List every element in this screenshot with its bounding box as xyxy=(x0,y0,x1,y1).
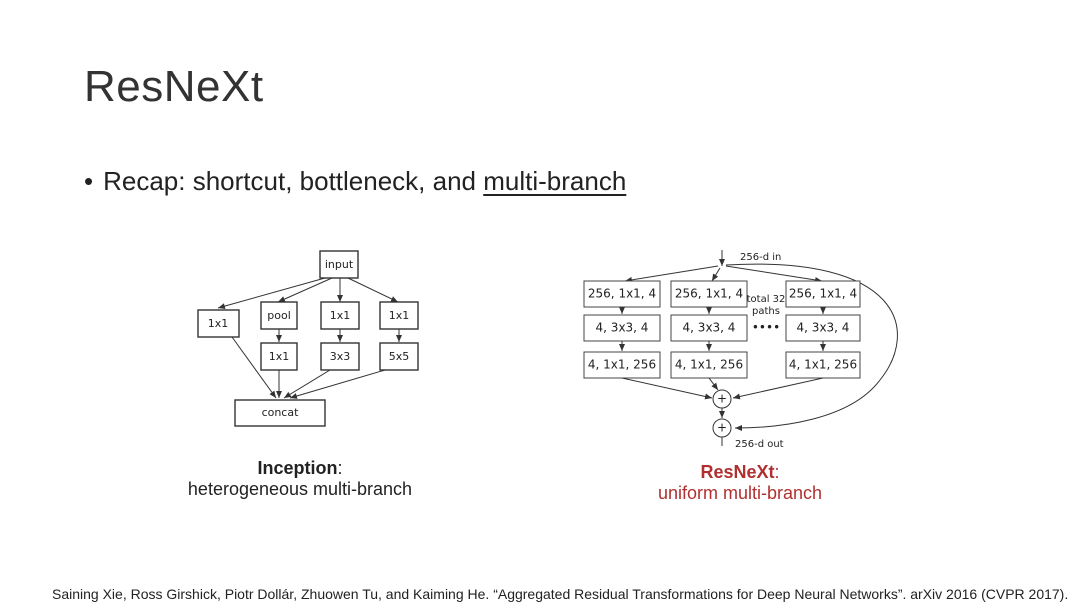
inception-caption: Inception: heterogeneous multi-branch xyxy=(150,458,450,500)
resnext-col3-row3: 4, 1x1, 256 xyxy=(789,358,857,372)
inception-pool-label: pool xyxy=(267,309,291,322)
resnext-col1-row2: 4, 3x3, 4 xyxy=(596,321,649,335)
inception-3x3-label: 3x3 xyxy=(330,350,351,363)
citation: Saining Xie, Ross Girshick, Piotr Dollár… xyxy=(52,586,1069,602)
inception-5x5-node xyxy=(379,342,419,371)
resnext-col2-row3: 4, 1x1, 256 xyxy=(675,358,743,372)
resnext-col2-row2: 4, 3x3, 4 xyxy=(683,321,736,335)
resnext-sum-1-label: + xyxy=(717,392,727,406)
inception-branch2-1x1-label: 1x1 xyxy=(330,309,351,322)
inception-caption-subtitle: heterogeneous multi-branch xyxy=(187,479,413,499)
inception-branch2-1x1-node xyxy=(320,301,360,330)
resnext-col1-row1: 256, 1x1, 4 xyxy=(588,287,656,301)
resnext-col3-row2: 4, 3x3, 4 xyxy=(797,321,850,335)
inception-1x1-label: 1x1 xyxy=(208,317,229,330)
inception-pool-proj-node xyxy=(260,342,298,371)
inception-1x1-node xyxy=(197,309,240,338)
bullet-text: Recap: shortcut, bottleneck, and xyxy=(103,166,484,196)
resnext-paths-label-1: total 32 xyxy=(747,294,786,305)
inception-3x3-node xyxy=(320,342,360,371)
resnext-col2-row1: 256, 1x1, 4 xyxy=(675,287,743,301)
bullet-underlined-text: multi-branch xyxy=(483,166,627,196)
resnext-col3-row1: 256, 1x1, 4 xyxy=(789,287,857,301)
inception-branch3-1x1-node xyxy=(379,301,419,330)
inception-branch3-1x1-label: 1x1 xyxy=(389,309,410,322)
resnext-output-label: 256-d out xyxy=(735,439,784,450)
resnext-dots: •••• xyxy=(752,321,780,335)
resnext-caption-title: ResNeXt xyxy=(700,462,775,482)
inception-5x5-label: 5x5 xyxy=(389,350,410,363)
inception-caption-title: Inception xyxy=(257,458,338,478)
inception-pool-node xyxy=(260,301,298,330)
inception-input-label: input xyxy=(325,258,354,271)
resnext-col1-row3: 4, 1x1, 256 xyxy=(588,358,656,372)
resnext-caption-colon: : xyxy=(774,462,780,482)
inception-input-node xyxy=(319,250,359,279)
inception-diagram: input 1x1 pool 1x1 1x1 1x1 3x3 5x5 conca… xyxy=(197,250,419,427)
bullet-dot-icon: • xyxy=(84,166,94,196)
bullet-point: • Recap: shortcut, bottleneck, and multi-… xyxy=(84,166,626,197)
inception-concat-label: concat xyxy=(262,406,300,419)
resnext-diagram: 256-d in 256, 1x1, 4 4, 3x3, 4 4, 1x1, 2… xyxy=(583,250,898,450)
resnext-paths-label-2: paths xyxy=(752,306,780,317)
resnext-caption: ResNeXt: uniform multi-branch xyxy=(590,462,890,504)
resnext-sum-2-label: + xyxy=(717,421,727,435)
inception-caption-colon: : xyxy=(337,458,343,478)
resnext-caption-subtitle: uniform multi-branch xyxy=(657,483,823,503)
slide-title: ResNeXt xyxy=(84,62,264,111)
inception-concat-node xyxy=(234,399,326,427)
inception-pool-proj-label: 1x1 xyxy=(269,350,290,363)
resnext-input-label: 256-d in xyxy=(740,252,781,263)
